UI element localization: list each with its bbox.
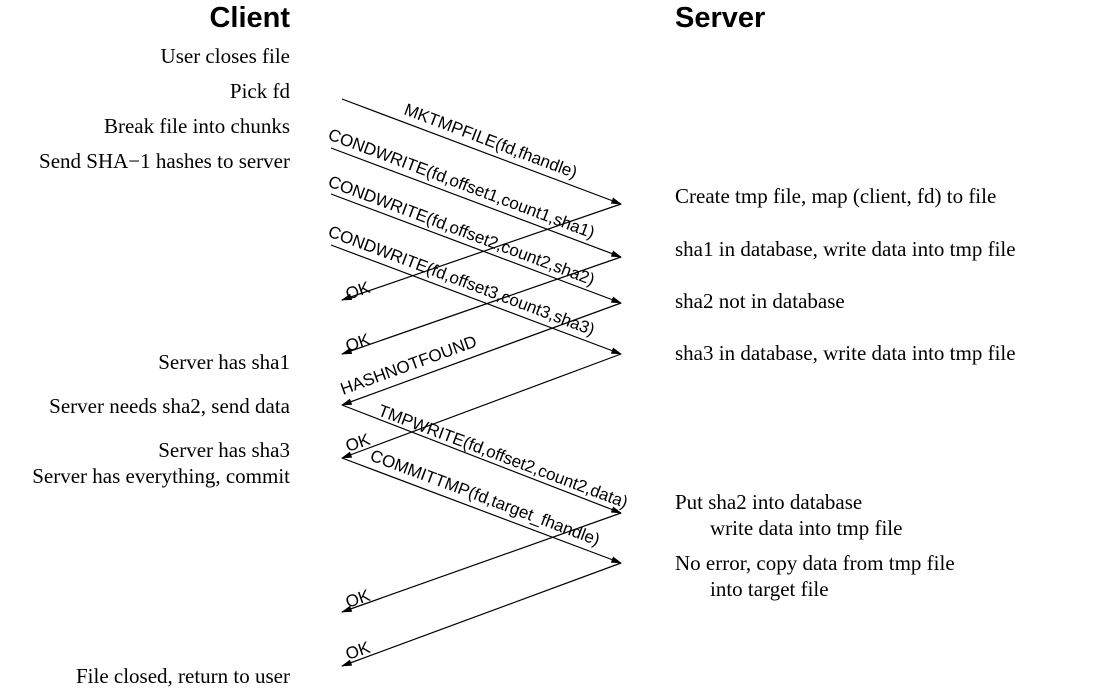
server-note-line: sha2 not in database — [675, 289, 845, 313]
message-arrow — [330, 193, 623, 304]
server-note-line: Create tmp file, map (client, fd) to fil… — [675, 184, 997, 208]
message-label: OK — [343, 430, 373, 456]
server-note-sha1: sha1 in database, write data into tmp fi… — [675, 236, 1016, 262]
message-label: OK — [343, 586, 373, 612]
client-note-server-needs-sha2: Server needs sha2, send data — [49, 394, 290, 418]
message-label: OK — [343, 638, 373, 664]
client-note-file-closed: File closed, return to user — [75, 664, 290, 688]
client-note-commit: Server has everything, commit — [32, 464, 290, 488]
client-note-pick-fd: Pick fd — [229, 79, 290, 103]
server-note-no-error: No error, copy data from tmp file into t… — [675, 550, 955, 602]
server-note-sha2: sha2 not in database — [675, 288, 845, 314]
message-arrow — [340, 302, 622, 406]
message-arrow — [340, 256, 622, 355]
message-arrow — [340, 562, 622, 667]
message-label: OK — [343, 278, 373, 304]
message-arrow — [341, 98, 623, 205]
server-note-line: Put sha2 into database — [675, 490, 863, 514]
message-arrow — [330, 244, 623, 355]
response-ok-4: OK — [340, 512, 622, 613]
client-heading: Client — [209, 2, 290, 34]
message-arrow — [340, 203, 622, 301]
client-note-send-hashes: Send SHA−1 hashes to server — [39, 149, 290, 173]
response-ok-5: OK — [340, 562, 622, 667]
message-committmp: COMMITTMP(fd,target_fhandle) — [341, 446, 623, 564]
client-note-server-has-sha3: Server has sha3 — [158, 438, 290, 462]
response-ok-2: OK — [340, 256, 622, 356]
server-note-line: write data into tmp file — [710, 516, 903, 540]
server-note-line: No error, copy data from tmp file — [675, 551, 955, 575]
server-note-sha3: sha3 in database, write data into tmp fi… — [675, 340, 1016, 366]
response-hashnotfound: HASHNOTFOUND — [338, 302, 622, 406]
message-arrow — [330, 147, 623, 258]
message-label: OK — [343, 330, 373, 356]
server-note-line: into target file — [710, 577, 829, 601]
server-heading: Server — [675, 2, 766, 34]
client-note-break-file: Break file into chunks — [103, 114, 290, 138]
message-arrow — [340, 353, 622, 459]
message-arrow — [341, 404, 623, 514]
server-note-create-tmp: Create tmp file, map (client, fd) to fil… — [675, 183, 996, 209]
server-note-line: sha3 in database, write data into tmp fi… — [675, 341, 1016, 365]
server-note-line: sha1 in database, write data into tmp fi… — [675, 237, 1016, 261]
client-note-server-has-sha1: Server has sha1 — [158, 350, 290, 374]
message-arrow — [340, 512, 622, 613]
client-note-user-closes-file: User closes file — [160, 44, 290, 68]
server-note-put-sha2: Put sha2 into database write data into t… — [675, 489, 902, 541]
message-arrow — [341, 457, 623, 564]
message-label: COMMITTMP(fd,target_fhandle) — [368, 446, 603, 550]
